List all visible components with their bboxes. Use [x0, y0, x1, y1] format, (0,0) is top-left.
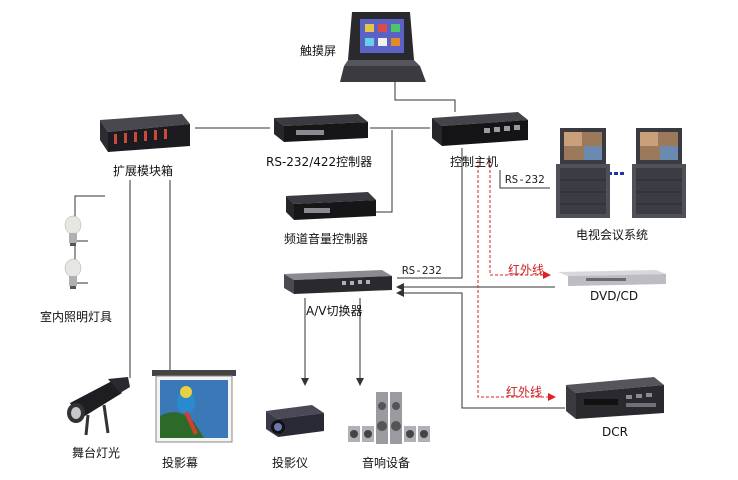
audio-equipment-device[interactable]	[346, 390, 436, 446]
ir-dcr-label: 红外线	[506, 385, 543, 399]
light-bulb-icon	[62, 258, 84, 290]
dcr-label: DCR	[602, 425, 628, 439]
rs232-conference-label: RS-232	[505, 173, 545, 186]
conference-unit-right	[632, 128, 686, 218]
video-conference-device[interactable]	[552, 126, 692, 222]
dvd-player-device[interactable]	[556, 268, 668, 288]
expansion-box-device[interactable]	[96, 110, 192, 154]
dvd-label: DVD/CD	[590, 289, 639, 303]
rs-controller-device[interactable]	[270, 112, 370, 144]
main-controller-label: 控制主机	[450, 155, 499, 169]
wire-volume-main	[375, 130, 393, 213]
main-controller-device[interactable]	[428, 108, 530, 148]
av-switcher-label: A/V切换器	[306, 304, 363, 318]
stage-light-device[interactable]	[64, 375, 138, 439]
ir-dvd-label: 红外线	[508, 263, 545, 277]
wire-touch-main	[394, 80, 456, 112]
ir-to-dvd	[489, 160, 551, 279]
wire-switcher-dcr	[396, 289, 565, 409]
expansion-box-label: 扩展模块箱	[113, 164, 174, 178]
wire-main-switcher	[397, 148, 463, 279]
dcr-device[interactable]	[562, 375, 666, 421]
rs-controller-label: RS-232/422控制器	[266, 155, 373, 169]
room-lights-label: 室内照明灯具	[40, 310, 113, 324]
projector-label: 投影仪	[272, 456, 309, 470]
projector-device[interactable]	[260, 403, 326, 439]
light-bulb-icon	[62, 215, 84, 247]
channel-volume-device[interactable]	[282, 190, 378, 222]
stage-light-label: 舞台灯光	[72, 446, 121, 460]
wire-expansion-lights	[74, 195, 105, 283]
ir-to-dcr	[477, 160, 556, 401]
av-switcher-device[interactable]	[282, 268, 394, 298]
projection-screen-label: 投影幕	[162, 456, 199, 470]
wire-main-conference	[499, 170, 550, 189]
channel-volume-label: 频道音量控制器	[284, 232, 369, 246]
video-conference-label: 电视会议系统	[576, 228, 649, 242]
touch-screen-device[interactable]	[338, 8, 428, 90]
touch-screen-label: 触摸屏	[300, 44, 337, 58]
audio-equipment-label: 音响设备	[362, 456, 411, 470]
projection-screen-device[interactable]	[150, 368, 238, 448]
conference-unit-left	[556, 128, 610, 218]
rs232-switcher-label: RS-232	[402, 264, 442, 277]
